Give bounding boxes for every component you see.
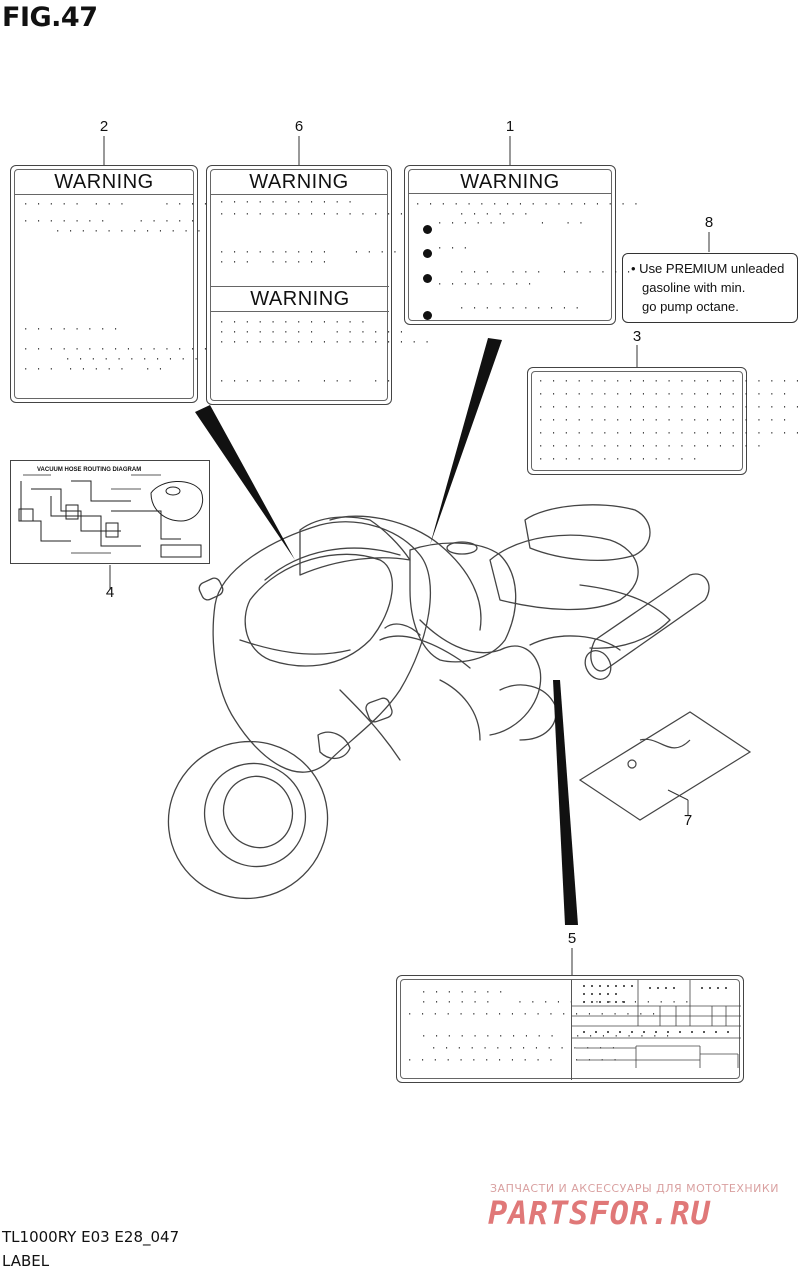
front-fairing bbox=[212, 521, 431, 773]
front-tire bbox=[167, 740, 329, 900]
left-mirror bbox=[198, 577, 224, 601]
label-6-warning: WARNING · · · · · · · · · · · · · · · · … bbox=[206, 165, 430, 405]
label-2-warning: WARNING · · · · · · · · · · · · · · · · … bbox=[10, 165, 224, 403]
warning-heading: WARNING bbox=[211, 170, 387, 195]
callout-1: 1 bbox=[505, 118, 515, 135]
hose-diagram-icon bbox=[18, 474, 204, 558]
label-7-card bbox=[578, 711, 752, 821]
callout-4: 4 bbox=[105, 584, 115, 601]
windscreen bbox=[299, 516, 411, 576]
callout-2: 2 bbox=[99, 118, 109, 135]
fuel-tank bbox=[409, 542, 517, 663]
premium-line-2: gasoline with min. bbox=[642, 280, 746, 295]
handlebar bbox=[379, 635, 471, 669]
premium-line-3: go pump octane. bbox=[642, 299, 739, 314]
label-3-info: · · · · · · · · · · · · · · · · · · · · … bbox=[527, 367, 800, 475]
watermark-brand: PARTSFOR.RU bbox=[488, 1194, 711, 1232]
warning-heading: WARNING bbox=[15, 170, 193, 195]
label-1-warning: WARNING · · · · · · · · · · · · · · · · … bbox=[404, 165, 708, 325]
warning-heading: WARNING bbox=[211, 287, 389, 312]
exhaust bbox=[590, 573, 710, 672]
front-rim bbox=[203, 762, 307, 868]
label-5-spec: · · · · · · · · · · · · · · · · · · · · … bbox=[396, 975, 744, 1083]
label-8-fuel: • Use PREMIUM unleaded gasoline with min… bbox=[622, 253, 798, 323]
premium-line-1: • Use PREMIUM unleaded bbox=[631, 261, 785, 276]
callout-6: 6 bbox=[294, 118, 304, 135]
leader-wedge-1 bbox=[430, 338, 502, 545]
right-mirror bbox=[365, 697, 393, 723]
watermark-subtitle: ЗАПЧАСТИ И АКСЕССУАРЫ ДЛЯ МОТОТЕХНИКИ bbox=[490, 1182, 779, 1195]
bullet-icon bbox=[423, 249, 432, 258]
label-4-vacuum-diagram: VACUUM HOSE ROUTING DIAGRAM bbox=[10, 460, 210, 564]
section-label: LABEL bbox=[2, 1252, 50, 1270]
seat-cowl bbox=[524, 504, 651, 561]
bullet-icon bbox=[423, 311, 432, 320]
leader-wedge-5 bbox=[553, 680, 578, 925]
spec-table-grid bbox=[572, 980, 741, 1068]
callout-5: 5 bbox=[567, 930, 577, 947]
leader-wedge-2 bbox=[195, 405, 295, 560]
seat bbox=[489, 534, 639, 611]
figure-title: FIG.47 bbox=[2, 2, 98, 33]
bullet-icon bbox=[423, 225, 432, 234]
callout-8: 8 bbox=[704, 214, 714, 231]
callout-3: 3 bbox=[632, 328, 642, 345]
bullet-icon bbox=[423, 274, 432, 283]
model-code: TL1000RY E03 E28_047 bbox=[2, 1228, 180, 1246]
warning-heading: WARNING bbox=[409, 170, 611, 194]
callout-7: 7 bbox=[683, 812, 693, 829]
vacuum-diagram-title: VACUUM HOSE ROUTING DIAGRAM bbox=[37, 467, 142, 473]
